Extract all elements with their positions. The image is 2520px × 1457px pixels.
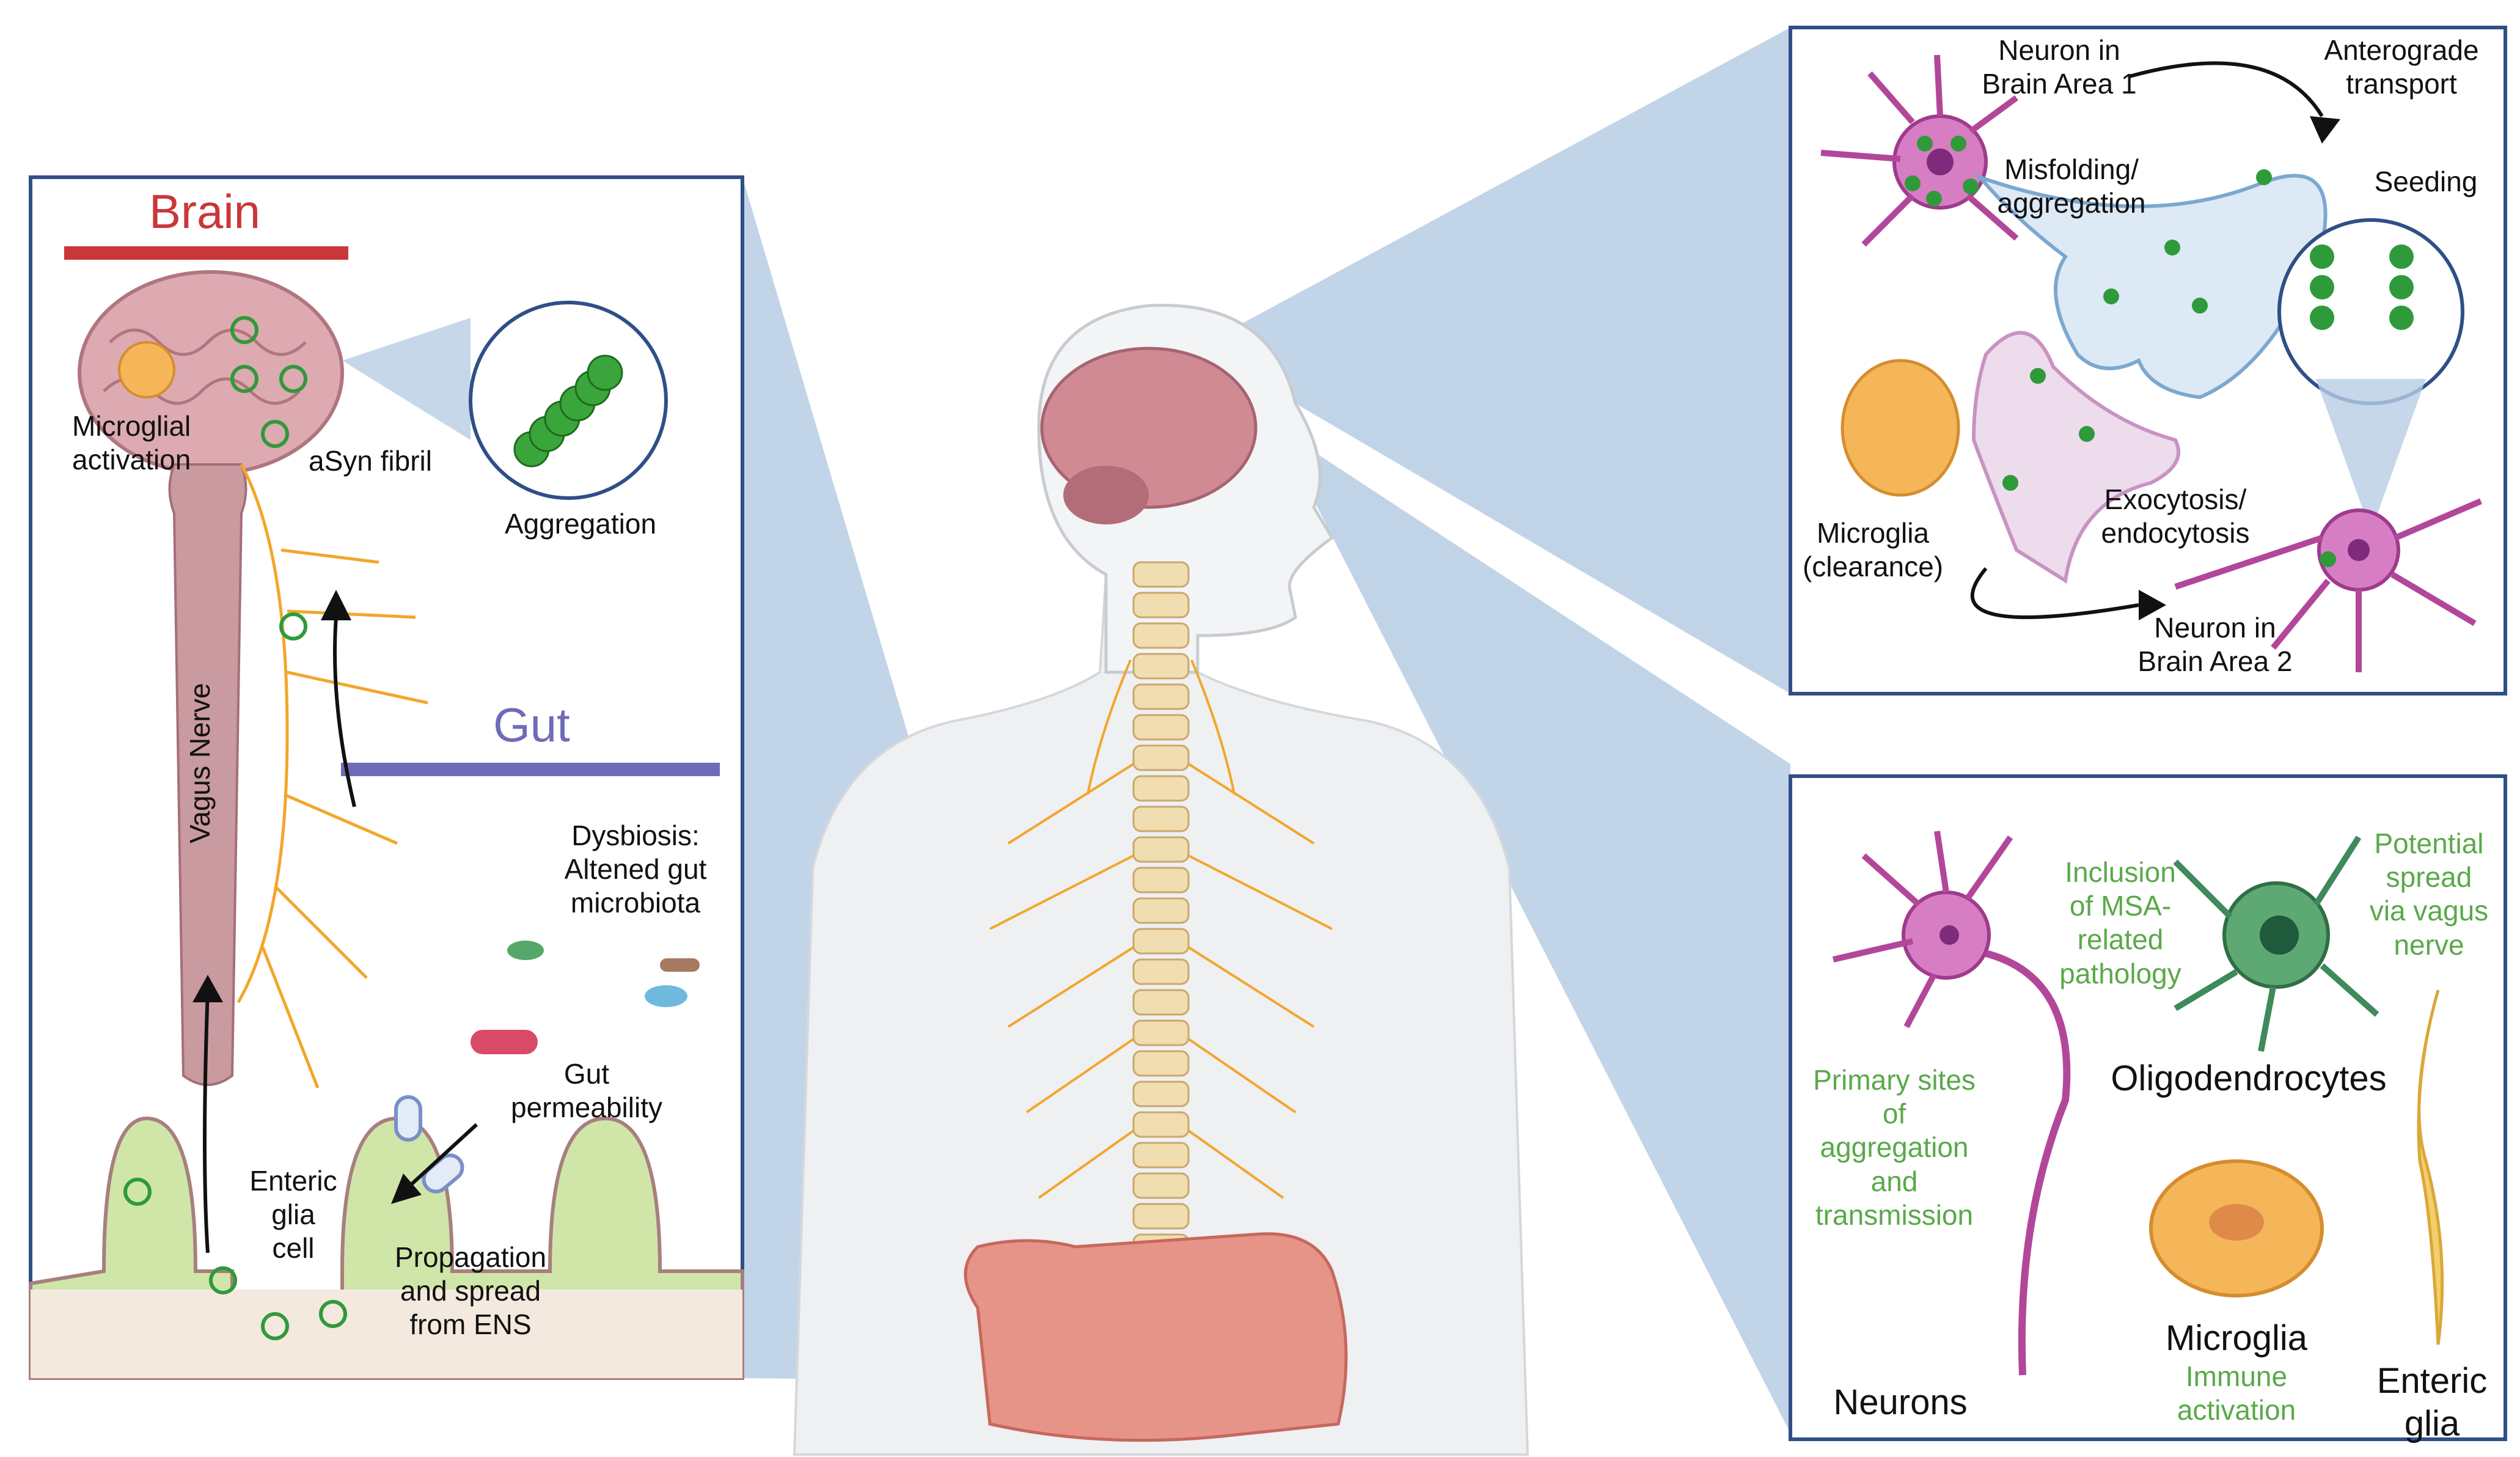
- cone-top-right: [1213, 28, 1790, 694]
- vagus-nerve-label: Vagus Nerve: [184, 683, 216, 843]
- neuron-area1-label: Neuron in Brain Area 1: [1982, 34, 2137, 100]
- neuron-cell-dendrites: [1832, 831, 2013, 1029]
- microglial-activation-label: Microglial activation: [72, 410, 191, 476]
- bottom-right-panel-frame: [1789, 774, 2507, 1441]
- cone-bottom-right: [1259, 416, 1790, 1433]
- upward-arrowhead-right: [321, 590, 351, 620]
- human-body: [793, 303, 1529, 1456]
- oligodendrocyte-processes: [2173, 835, 2379, 1052]
- seeding-label: Seeding: [2374, 166, 2478, 197]
- seeding-circle: [2277, 218, 2464, 405]
- anterograde-arrowhead: [2310, 116, 2340, 144]
- top-microglia-icon: [1841, 359, 1960, 497]
- oligodendrocyte-nucleus: [2260, 916, 2299, 955]
- permeability-arrowhead: [391, 1173, 422, 1204]
- primary-sites-label: Primary sites of aggregation and transmi…: [1813, 1064, 1976, 1231]
- asyn-fibril-label: aSyn fibril: [309, 445, 432, 477]
- bacterium-brown: [660, 958, 700, 972]
- left-microglia-icon: [118, 341, 175, 398]
- upward-arrowhead-left: [192, 975, 223, 1002]
- microglia-clearance-label: Microglia (clearance): [1802, 517, 1944, 583]
- aggregation-cone: [342, 318, 471, 440]
- neuron-area1-dendrites: [1820, 54, 2019, 247]
- potential-spread-label: Potential spread via vagus nerve: [2369, 828, 2489, 961]
- permeability-arrow: [401, 1123, 478, 1194]
- neurons-label: Neurons: [1833, 1382, 1968, 1422]
- enteric-glia-label: Enteric glia: [2376, 1361, 2488, 1444]
- center-cerebellum: [1063, 466, 1149, 524]
- exocytosis-arrow: [1970, 567, 2139, 619]
- left-brainstem-column: [168, 463, 247, 1086]
- asyn-blobs-left: [123, 316, 347, 1340]
- anterograde-label: Anterograde transport: [2324, 34, 2479, 100]
- enteric-glia-cell-label: Enteric glia cell: [249, 1165, 337, 1264]
- exocytosis-label: Exocytosis/ endocytosis: [2101, 483, 2250, 549]
- brain-title-bar: [64, 246, 348, 260]
- gut-lumen-floor: [31, 1290, 742, 1378]
- bacterium-green: [507, 941, 544, 960]
- misfolding-label: Misfolding/ aggregation: [1997, 153, 2146, 219]
- neuron-area1-nucleus: [1927, 149, 1954, 175]
- neuron-cell-nucleus: [1939, 925, 1959, 945]
- seeding-cone: [2316, 379, 2426, 532]
- aggregation-label: Aggregation: [504, 508, 657, 540]
- neuron-axon: [1985, 950, 2071, 1376]
- upward-arrow-gut-to-vagus: [203, 989, 210, 1253]
- vagus-nerve-branches: [236, 463, 428, 1088]
- oligodendrocytes-label: Oligodendrocytes: [2111, 1059, 2387, 1098]
- aggregation-beads: [513, 354, 623, 468]
- brain-title: Brain: [148, 185, 261, 238]
- asyn-dots-top: [1905, 136, 2414, 567]
- body-nerves: [989, 659, 1333, 1199]
- bacterium-blue: [645, 985, 687, 1007]
- anterograde-arrow: [2129, 61, 2324, 117]
- dysbiosis-label: Dysbiosis: Altened gut microbiota: [564, 820, 707, 919]
- enteric-glia-cell-shape: [2417, 989, 2444, 1345]
- gut-title: Gut: [493, 698, 570, 752]
- gut-permeability-label: Gut permeability: [511, 1058, 662, 1124]
- spine: [1132, 561, 1190, 1291]
- bacterium-red: [471, 1030, 538, 1054]
- propagation-label: Propagation and spread from ENS: [394, 1241, 547, 1341]
- presynaptic-terminal: [1974, 173, 2328, 400]
- microglia-label: Microglia: [2165, 1318, 2308, 1358]
- upward-arrow-right: [333, 617, 356, 807]
- immune-activation-label: Immune activation: [2177, 1360, 2296, 1426]
- gut-title-bar: [341, 763, 720, 776]
- permeability-pill-1: [394, 1095, 422, 1142]
- neuron-area2-nucleus: [2348, 539, 2370, 561]
- neuron-area2-label: Neuron in Brain Area 2: [2137, 612, 2293, 678]
- microglia-nucleus: [2209, 1204, 2264, 1241]
- postsynaptic-terminal: [1971, 331, 2180, 584]
- inclusion-label: Inclusion of MSA- related pathology: [2059, 856, 2181, 989]
- neuron-area2-dendrites: [2174, 498, 2482, 672]
- center-intestines: [964, 1232, 1348, 1442]
- exocytosis-arrowhead: [2139, 590, 2166, 620]
